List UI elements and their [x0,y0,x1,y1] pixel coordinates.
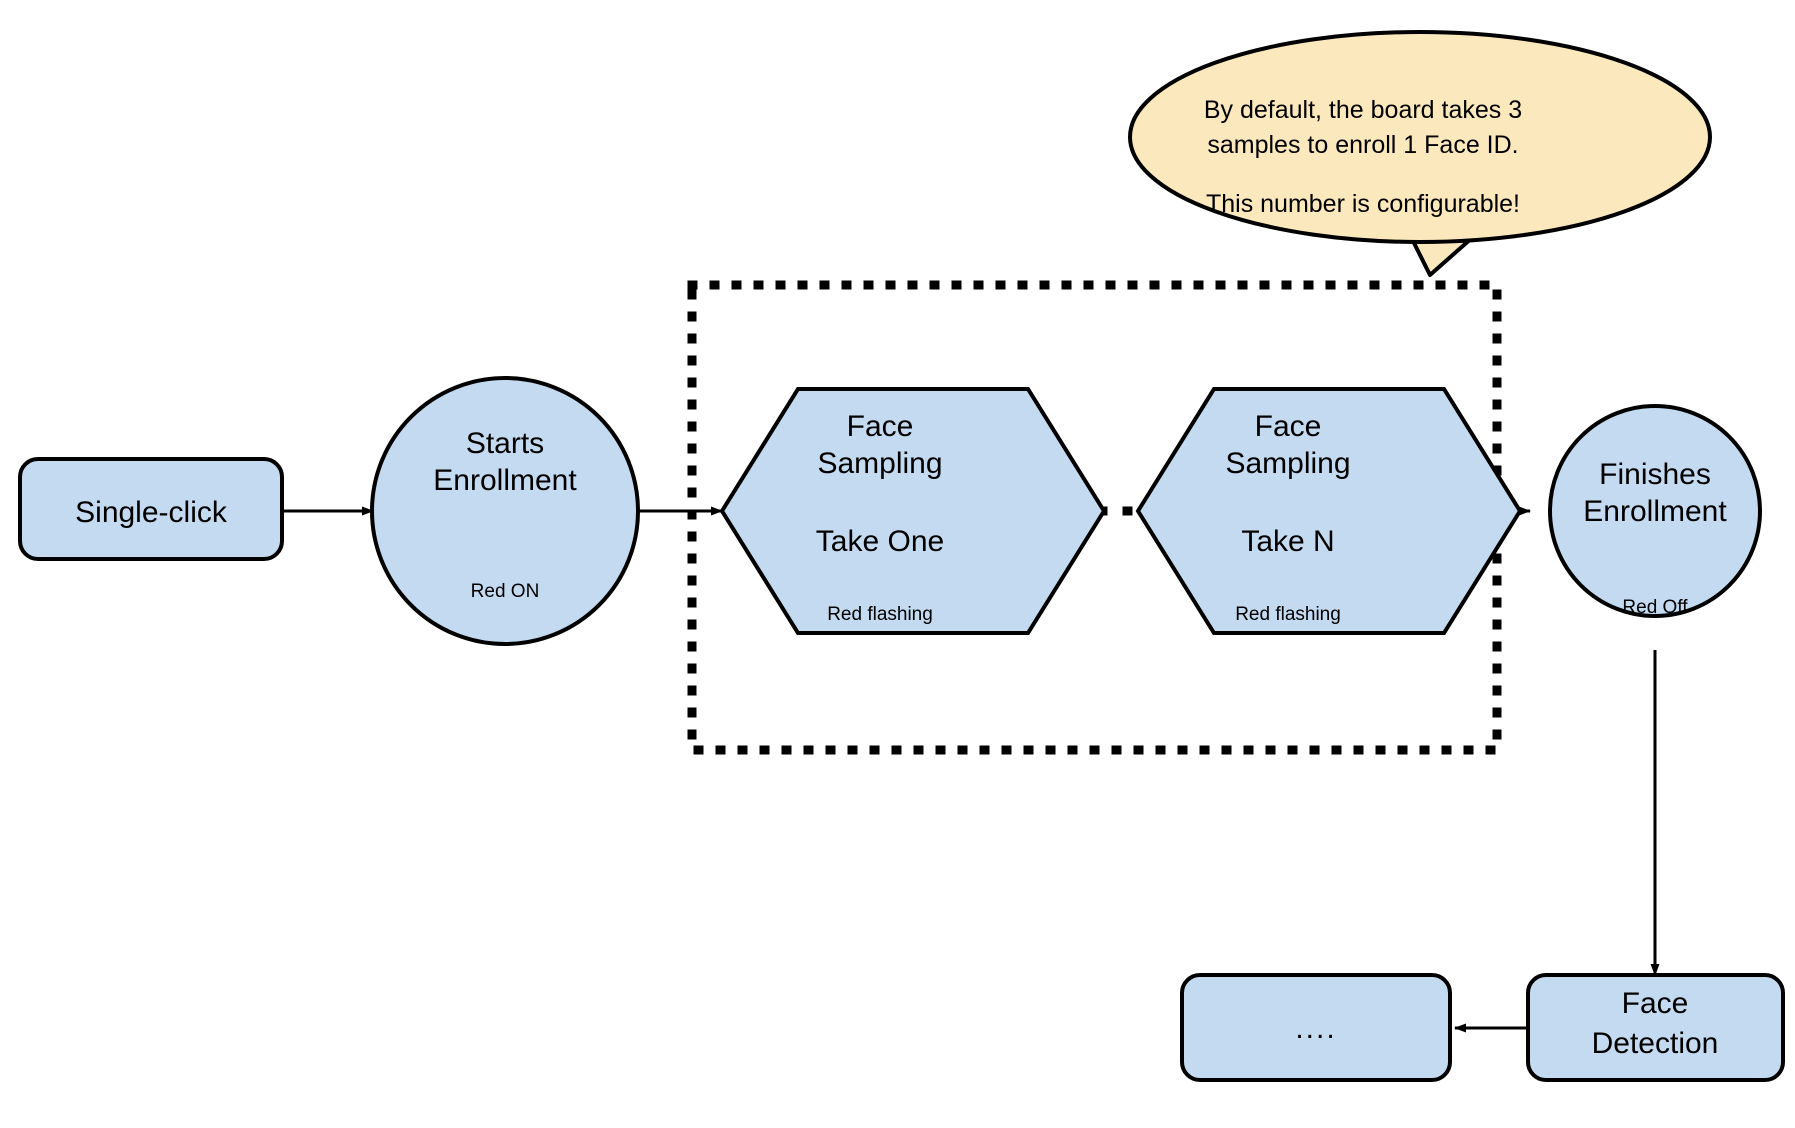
finishes-enrollment-shape[interactable] [1548,404,1762,618]
node-face-sampling-take-n[interactable]: Face Sampling Take N Red flashing [1135,387,1523,635]
face-sampling-take-one-shape[interactable] [719,387,1107,635]
callout-line2: samples to enroll 1 Face ID. [1207,131,1518,159]
single-click-label: Single-click [75,496,228,529]
face-sampling-take-n-label-line1: Face [1255,410,1322,443]
face-sampling-take-one-label-line1: Face [847,410,914,443]
face-sampling-take-n-label-line2: Sampling [1225,447,1350,480]
ellipsis-next-shape[interactable] [1180,973,1452,1082]
callout-line1: By default, the board takes 3 [1204,96,1522,124]
face-sampling-take-n-shape[interactable] [1135,387,1523,635]
face-sampling-take-one-sublabel: Red flashing [827,604,933,625]
callout-bubble [1128,30,1712,244]
face-sampling-take-n-sublabel: Red flashing [1235,604,1341,625]
face-detection-label-line2: Detection [1592,1027,1719,1060]
face-sampling-take-n-label-line3: Take N [1241,525,1334,558]
starts-enrollment-shape[interactable] [370,376,640,646]
face-detection-label-line1: Face [1622,987,1689,1020]
node-finishes-enrollment[interactable]: Finishes Enrollment Red Off [1548,404,1762,618]
node-starts-enrollment[interactable]: Starts Enrollment Red ON [370,376,640,646]
node-ellipsis-next[interactable]: .... [1180,973,1452,1082]
finishes-enrollment-label-line2: Enrollment [1583,495,1727,528]
starts-enrollment-label-line1: Starts [466,427,544,460]
starts-enrollment-label-line2: Enrollment [433,464,577,497]
node-single-click[interactable]: Single-click [18,457,284,561]
node-face-sampling-take-one[interactable]: Face Sampling Take One Red flashing [719,387,1107,635]
callout-default-samples-note: By default, the board takes 3 samples to… [1128,30,1712,277]
finishes-enrollment-label-line1: Finishes [1599,458,1711,491]
ellipsis-next-label: .... [1295,1012,1336,1045]
finishes-enrollment-sublabel: Red Off [1622,597,1688,618]
face-detection-shape[interactable] [1526,973,1785,1082]
face-sampling-take-one-label-line3: Take One [816,525,944,558]
callout-line4: This number is configurable! [1206,190,1520,218]
node-face-detection[interactable]: Face Detection [1526,973,1785,1082]
starts-enrollment-sublabel: Red ON [471,581,540,602]
single-click-shape[interactable] [18,457,284,561]
face-sampling-take-one-label-line2: Sampling [817,447,942,480]
